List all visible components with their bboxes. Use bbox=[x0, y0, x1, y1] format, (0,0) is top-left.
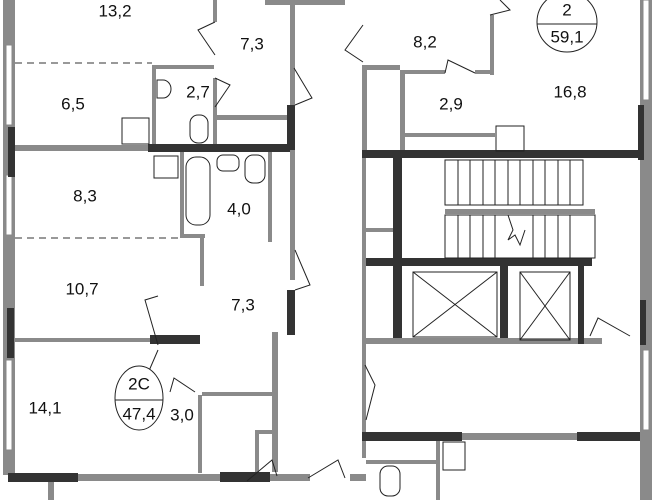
apartment-type: 2 bbox=[562, 0, 571, 19]
walls-right bbox=[265, 0, 642, 500]
plumbing-fixtures-right bbox=[379, 125, 525, 497]
room-area-label: 10,7 bbox=[65, 279, 98, 298]
room-area-label: 8,2 bbox=[413, 32, 437, 51]
elevator-shafts bbox=[412, 271, 571, 341]
apartment-total-area: 47,4 bbox=[122, 404, 155, 423]
room-area-label: 7,3 bbox=[240, 34, 264, 53]
room-area-label: 14,1 bbox=[28, 398, 61, 417]
room-area-label: 7,3 bbox=[231, 295, 255, 314]
room-area-label: 2,7 bbox=[186, 82, 210, 101]
apartment-type: 2С bbox=[128, 374, 150, 393]
room-area-label: 8,3 bbox=[73, 186, 97, 205]
apartment-badge-2c: 2С 47,4 bbox=[114, 365, 164, 431]
staircase bbox=[444, 159, 596, 259]
room-area-label: 2,9 bbox=[439, 94, 463, 113]
room-area-label: 16,8 bbox=[553, 82, 586, 101]
exterior-wall-left bbox=[3, 0, 15, 475]
apartment-total-area: 59,1 bbox=[550, 27, 583, 46]
plumbing-fixtures-left bbox=[121, 79, 266, 226]
walls-left-apartment bbox=[8, 0, 310, 500]
room-area-label: 3,0 bbox=[170, 405, 194, 424]
exterior-wall-right bbox=[638, 0, 652, 500]
doors-right bbox=[307, 0, 631, 479]
room-area-label: 13,2 bbox=[98, 1, 131, 20]
room-area-label: 4,0 bbox=[227, 199, 251, 218]
room-area-label: 6,5 bbox=[61, 94, 85, 113]
apartment-badge-2: 2 59,1 bbox=[536, 0, 598, 53]
